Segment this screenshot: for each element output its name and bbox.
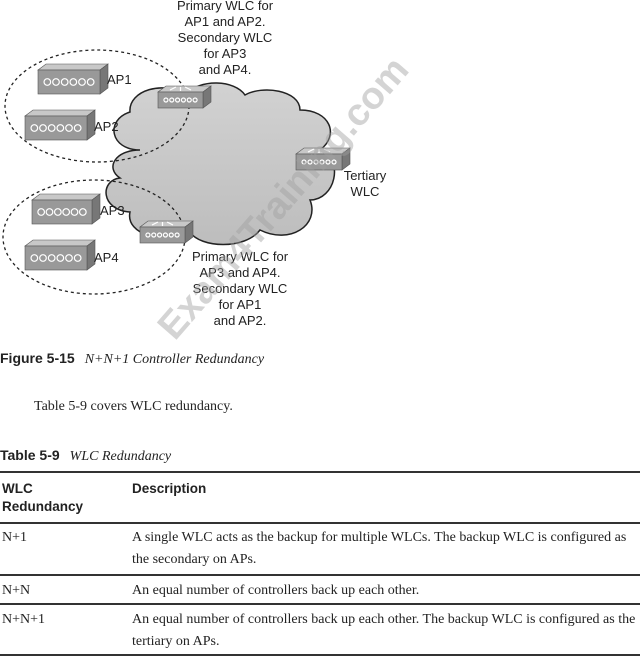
- ap1-label: AP1: [107, 72, 132, 87]
- header-rule: [0, 522, 640, 524]
- bottom-wlc-label: Primary WLC for AP3 and AP4. Secondary W…: [191, 249, 289, 328]
- row-description: A single WLC acts as the backup for mult…: [132, 530, 627, 567]
- ap3-label: AP3: [100, 203, 125, 218]
- ap2-icon: [24, 109, 96, 141]
- table-top-rule: [0, 471, 640, 473]
- top-wlc-label: Primary WLC for AP1 and AP2. Secondary W…: [176, 0, 274, 77]
- row-description: An equal number of controllers back up e…: [132, 583, 420, 598]
- redundancy-diagram: [2, 49, 351, 295]
- header-description: Description: [132, 481, 207, 496]
- figure-title: N+N+1 Controller Redundancy: [84, 352, 265, 367]
- figure-caption: Figure 5-15 N+N+1 Controller Redundancy: [0, 350, 264, 368]
- ap1-icon: [37, 63, 109, 95]
- primary-wlc-1-icon: [157, 85, 212, 109]
- table-title: WLC Redundancy: [69, 449, 172, 464]
- row-description: An equal number of controllers back up e…: [132, 612, 636, 649]
- ap4-icon: [24, 239, 96, 271]
- table-number: Table 5-9: [0, 447, 60, 463]
- tertiary-wlc-label: Tertiary WLC: [343, 168, 387, 199]
- row-type: N+1: [2, 530, 28, 545]
- body-paragraph: Table 5-9 covers WLC redundancy.: [34, 399, 233, 414]
- row-rule: [0, 603, 640, 605]
- ap4-label: AP4: [94, 250, 119, 265]
- primary-wlc-2-icon: [139, 220, 194, 244]
- row-rule: [0, 574, 640, 576]
- table-bottom-rule: [0, 654, 640, 656]
- row-type: N+N+1: [2, 612, 46, 627]
- table-caption: Table 5-9 WLC Redundancy: [0, 447, 171, 465]
- row-type: N+N: [2, 583, 31, 598]
- ap2-label: AP2: [94, 119, 119, 134]
- ap3-icon: [31, 193, 101, 225]
- tertiary-wlc-icon: [295, 147, 351, 171]
- figure-number: Figure 5-15: [0, 350, 75, 366]
- header-wlc-redundancy: WLC Redundancy: [2, 481, 84, 514]
